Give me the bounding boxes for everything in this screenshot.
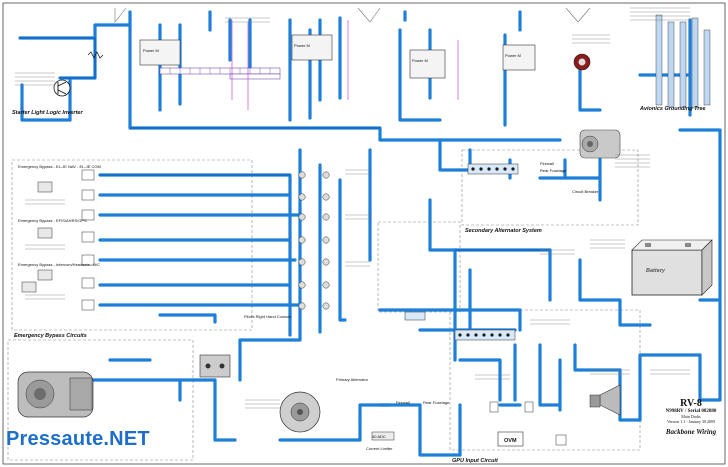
watermark-text: Pressaute.NET <box>6 428 150 450</box>
drawing-name-label: Backbone Wiring <box>665 428 717 436</box>
status-label: Main Drafts <box>681 414 701 419</box>
power-module-label-3: Power M <box>412 58 428 63</box>
aircraft-label: RV-8 <box>680 398 702 409</box>
section-title-avionics: Avionics Grounding Tree <box>639 106 706 112</box>
connector-pins <box>169 68 271 74</box>
bypass-group-3: Emergency Bypass - Intercom/Headsets - N… <box>18 262 100 267</box>
transistor-symbol <box>53 79 71 97</box>
firewall-label: Firewall <box>540 161 554 166</box>
wire-harness <box>18 10 722 457</box>
power-module-label-1: Power M <box>143 48 159 53</box>
grounding-tree <box>655 14 711 109</box>
wire-note-marks <box>231 20 459 110</box>
starter-motor-illustration <box>17 371 94 418</box>
master-switch <box>573 53 591 71</box>
firewall-label-2: Firewall <box>396 400 410 405</box>
circuit-breakers <box>298 171 330 310</box>
rear-fuselage-label-2: Rear Fuselage <box>423 400 450 405</box>
battery-label: Battery <box>646 268 666 274</box>
spec-table-lines <box>15 7 690 409</box>
power-module-label-4: Power M <box>505 53 521 58</box>
bypass-group-1: Emergency Bypass - EL-JE NAV - EL-JE COM <box>18 164 101 169</box>
section-title-emergency: Emergency Bypass Circuits <box>14 333 87 339</box>
version-label: Version 1.1 - January 30 2009 <box>667 419 715 424</box>
serial-label: N998RV / Serial 082880 <box>665 409 717 414</box>
contactor <box>199 354 231 378</box>
title-block: RV-8 N998RV / Serial 082880 Main Drafts … <box>662 398 720 436</box>
power-modules <box>139 34 536 79</box>
fold-lines <box>114 7 591 23</box>
battery-illustration <box>631 239 713 296</box>
circuit-breaker-label: Circuit Breaker <box>572 189 599 194</box>
toggle-switches <box>21 181 53 293</box>
primary-alternator-illustration <box>279 391 321 433</box>
secondary-alternator-illustration <box>579 129 621 159</box>
pilot-console-label: Pilot's Right Hand Console <box>244 314 292 319</box>
terminal-studs <box>458 167 515 337</box>
rear-fuselage-label: Rear Fuselage <box>540 168 567 173</box>
terminal-blocks <box>404 163 519 341</box>
section-title-gpu: GPU Input Circuit <box>452 458 499 464</box>
power-module-label-2: Power M <box>294 43 310 48</box>
primary-alternator-label: Primary Alternator <box>336 377 369 382</box>
current-limiter-fuse <box>371 431 395 441</box>
ovm-label: OVM <box>504 438 517 444</box>
dpdt-switches <box>81 169 95 311</box>
section-title-starter: Starter Light Logic Inverter <box>12 110 83 116</box>
region-boxes <box>7 149 641 461</box>
resistor-symbol <box>87 51 104 59</box>
fuse-rating-label: 40 ADC <box>372 434 386 439</box>
current-limiter-label: Current Limiter <box>366 446 393 451</box>
section-title-secondary-alt: Secondary Alternator System <box>465 228 542 234</box>
gpu-plug-illustration <box>589 384 621 416</box>
bypass-group-2: Emergency Bypass - EFIS/AHRS/GPS <box>18 218 87 223</box>
diode-symbols <box>489 401 567 446</box>
ovm-box <box>497 431 524 447</box>
wire-accents <box>20 37 550 251</box>
